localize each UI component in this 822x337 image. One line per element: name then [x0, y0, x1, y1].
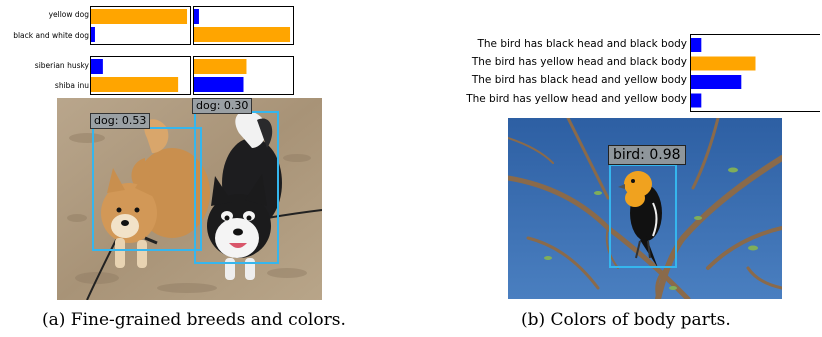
- chart-b-label-2: The bird has black head and yellow body: [471, 74, 687, 86]
- chart-a2-left: [90, 56, 191, 95]
- chart-b-label-1: The bird has yellow head and black body: [471, 56, 687, 68]
- caption-a: (a) Fine-grained breeds and colors.: [42, 310, 346, 330]
- chart-a1-label-1: black and white dog: [13, 31, 89, 40]
- chart-a2-left-bar-0: [91, 59, 103, 74]
- dog-box-1: [92, 127, 202, 251]
- chart-a2-right: [193, 56, 294, 95]
- chart-a2-right-bar-0: [194, 59, 247, 74]
- chart-a1-right-bar-0: [194, 9, 199, 24]
- chart-b-bar-3: [691, 93, 702, 108]
- chart-b-bar-2: [691, 75, 742, 89]
- chart-b-label-3: The bird has yellow head and yellow body: [466, 93, 687, 105]
- chart-a2-left-plot: [91, 59, 179, 92]
- chart-a1-right-bar-1: [194, 27, 291, 42]
- chart-a1-left-bar-1: [91, 27, 95, 42]
- chart-b-bar-0: [691, 38, 702, 52]
- chart-a2-right-plot: [194, 59, 247, 92]
- bird-box: [609, 164, 677, 268]
- dog-box-2: [194, 111, 279, 264]
- chart-a1-left-plot: [91, 9, 188, 42]
- chart-a1-right-plot: [194, 9, 291, 42]
- chart-b-bar-1: [691, 56, 756, 71]
- dog-box-2-label: dog: 0.30: [192, 98, 253, 114]
- chart-a2-left-bar-1: [91, 77, 179, 92]
- chart-a2-label-1: shiba inu: [54, 81, 89, 90]
- chart-a1-right: [193, 6, 294, 45]
- chart-b-label-0: The bird has black head and black body: [477, 38, 687, 50]
- chart-a2-label-0: siberian husky: [34, 61, 89, 70]
- chart-a1-left: [90, 6, 191, 45]
- chart-b-plot: [691, 38, 756, 108]
- chart-a2-right-bar-1: [194, 77, 244, 92]
- chart-b-frame: [690, 34, 820, 112]
- chart-a1-left-bar-0: [91, 9, 188, 24]
- bird-box-label: bird: 0.98: [608, 145, 686, 165]
- caption-b: (b) Colors of body parts.: [521, 310, 731, 330]
- dog-box-1-label: dog: 0.53: [90, 113, 151, 129]
- chart-a1-label-0: yellow dog: [48, 10, 89, 19]
